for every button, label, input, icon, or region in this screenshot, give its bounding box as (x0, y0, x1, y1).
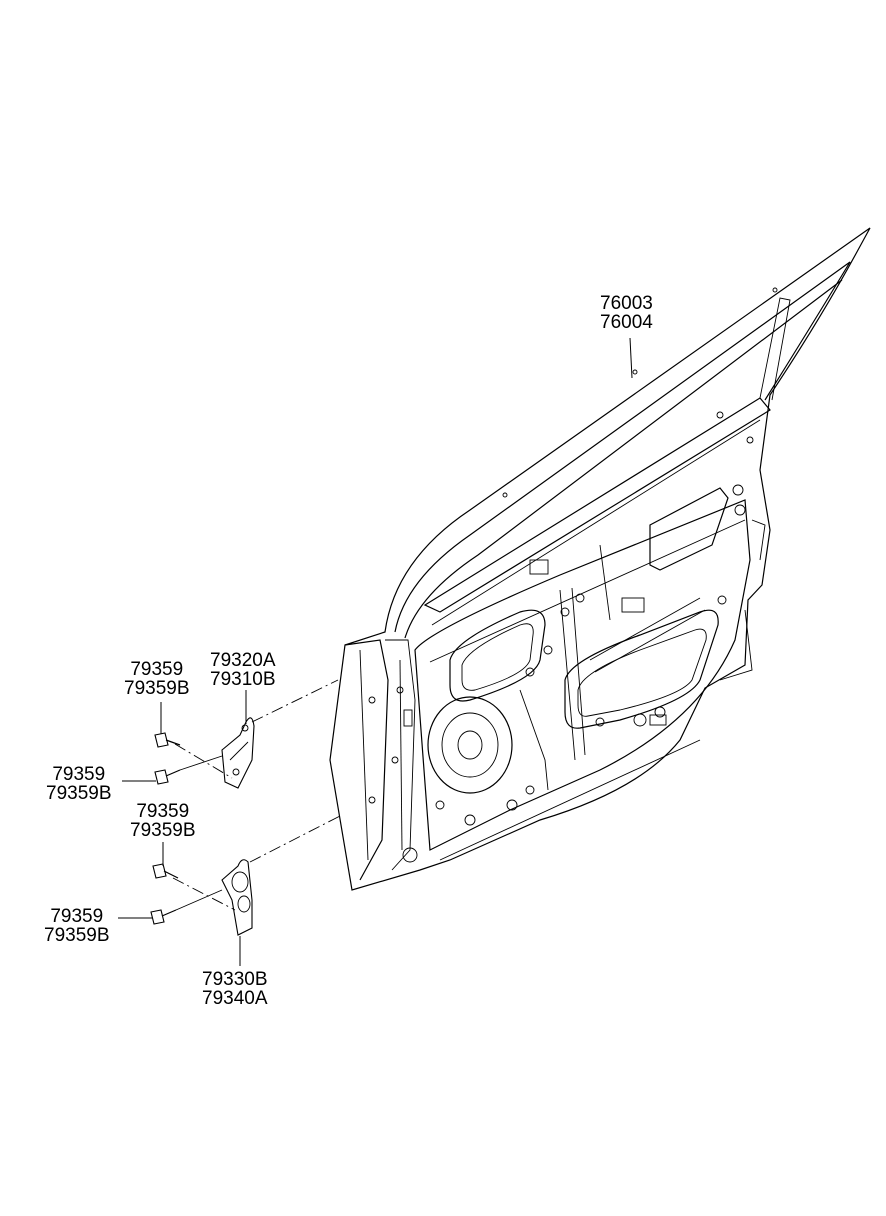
callout-door-panel: 76003 76004 (600, 294, 653, 332)
part-number: 79359B (46, 783, 112, 804)
part-number: 79359 (136, 801, 190, 822)
callout-lower-hinge-body: 79330B 79340A (202, 970, 268, 1008)
lower-hinge (221, 815, 341, 936)
lower-hinge-bolt-top (152, 863, 236, 911)
callout-upper-hinge-bolt-side: 79359 79359B (46, 765, 112, 803)
part-number: 79359B (44, 925, 110, 946)
callout-lower-hinge-bolt-top: 79359 79359B (130, 802, 196, 840)
part-number: 79310B (210, 669, 276, 690)
leader-lines (118, 337, 633, 966)
callout-upper-hinge-body: 79320A 79310B (210, 651, 276, 689)
part-number: 79320A (210, 650, 276, 671)
upper-hinge-bolt-top (154, 732, 233, 779)
part-number: 79330B (202, 969, 268, 990)
front-door-panel (329, 227, 871, 891)
part-number: 79359 (130, 659, 184, 680)
part-number: 76003 (600, 293, 653, 314)
part-number: 79359B (130, 820, 196, 841)
part-number: 79359B (124, 678, 190, 699)
callout-lower-hinge-bolt-side: 79359 79359B (44, 907, 110, 945)
lower-hinge-bolt-side (150, 889, 223, 925)
part-number: 79359 (52, 764, 106, 785)
part-number: 76004 (600, 312, 653, 333)
upper-hinge-bolt-side (154, 755, 223, 785)
upper-hinge (221, 679, 339, 789)
part-number: 79340A (202, 988, 268, 1009)
callout-upper-hinge-bolt-top: 79359 79359B (124, 660, 190, 698)
part-number: 79359 (50, 906, 104, 927)
